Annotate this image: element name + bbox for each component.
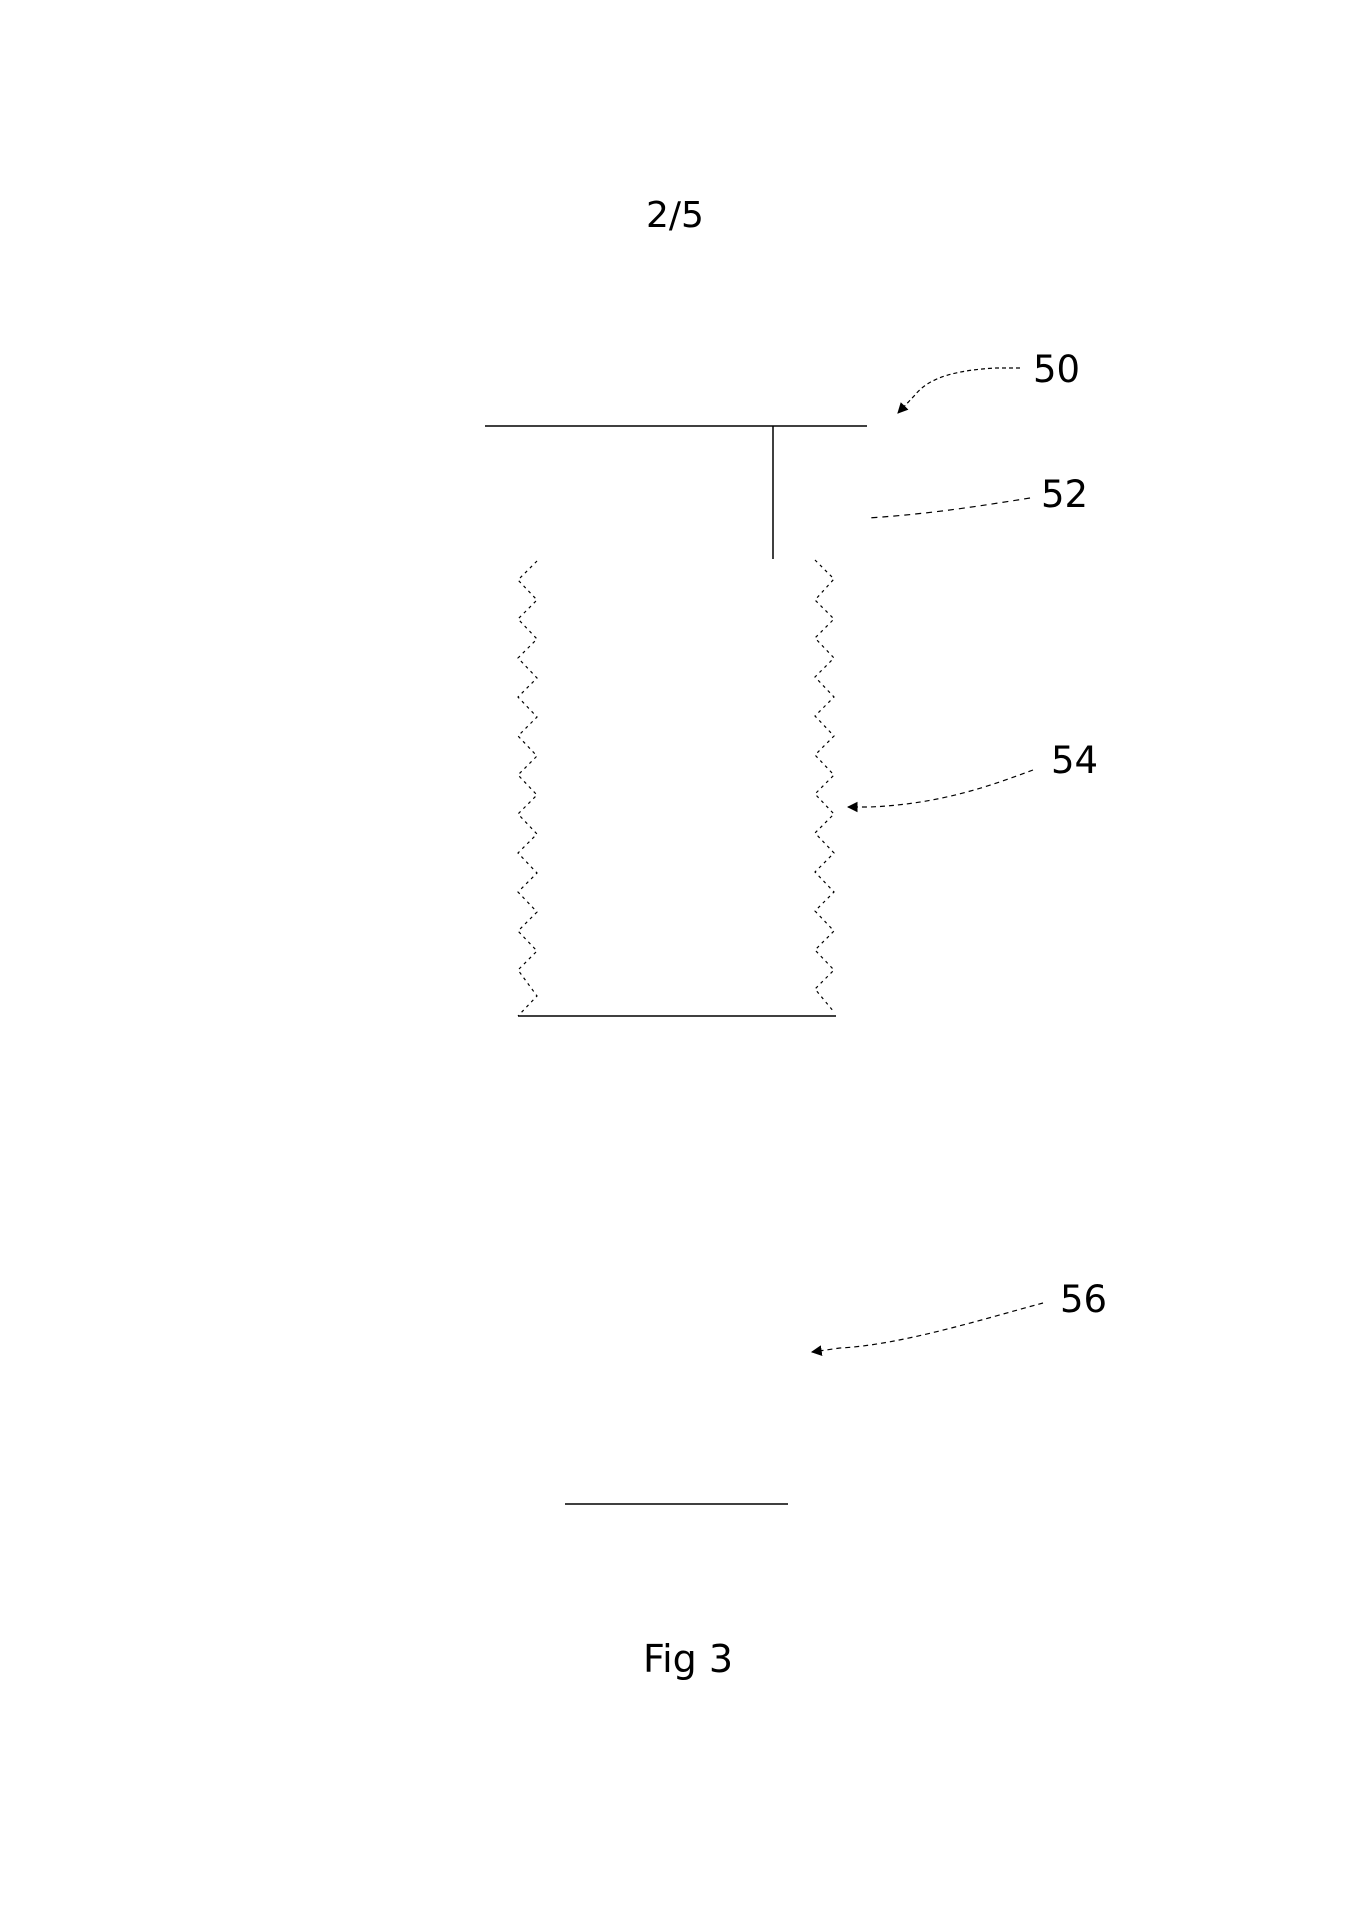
leader-50 — [897, 367, 1020, 414]
reference-numeral-50: 50 — [1033, 348, 1081, 391]
leader-54 — [846, 769, 1034, 813]
right-thread-zigzag — [814, 559, 835, 1013]
leader-56 — [810, 1302, 1044, 1356]
reference-numeral-52: 52 — [1041, 473, 1089, 516]
reference-numeral-54: 54 — [1051, 739, 1099, 782]
leader-52 — [867, 497, 1031, 519]
left-thread-zigzag — [517, 560, 538, 1017]
figure-caption: Fig 3 — [643, 1637, 734, 1681]
reference-numeral-56: 56 — [1060, 1278, 1108, 1321]
sheet-number: 2/5 — [646, 195, 704, 236]
